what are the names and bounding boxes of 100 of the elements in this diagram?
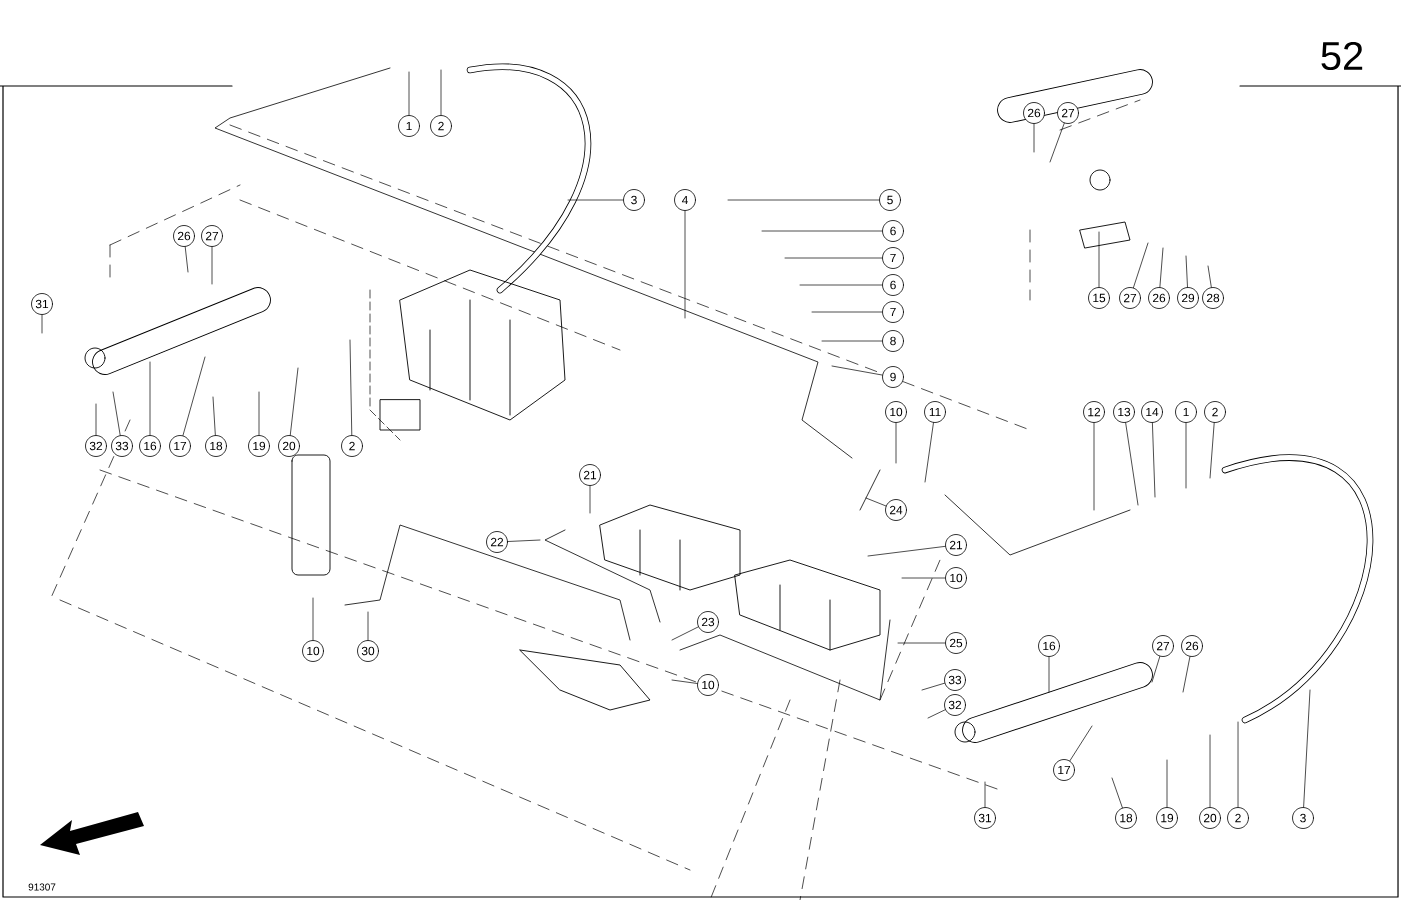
leader-line — [112, 391, 121, 436]
leader-line — [1207, 265, 1212, 288]
callout-number: 1 — [398, 115, 420, 137]
leader-line — [1237, 721, 1239, 808]
callout-number: 20 — [278, 435, 300, 457]
callout-number: 7 — [882, 301, 904, 323]
leader-line — [1151, 656, 1161, 683]
leader-line — [95, 403, 97, 436]
leader-line — [507, 539, 541, 542]
leader-line — [149, 361, 151, 436]
callout-number: 26 — [1148, 287, 1170, 309]
callout-number: 26 — [173, 225, 195, 247]
leader-line — [1111, 777, 1123, 809]
leader-line — [821, 340, 883, 342]
leader-line — [367, 611, 369, 641]
callout-number: 18 — [1115, 807, 1137, 829]
leader-line — [921, 682, 945, 691]
callout-number: 33 — [944, 669, 966, 691]
callout-number: 23 — [697, 611, 719, 633]
leader-line — [811, 311, 883, 313]
callout-number: 2 — [1227, 807, 1249, 829]
leader-line — [867, 546, 946, 557]
leader-line — [440, 69, 442, 116]
leader-line — [727, 199, 880, 201]
leader-line — [1182, 656, 1191, 693]
callout-number: 10 — [885, 401, 907, 423]
leader-line — [1125, 422, 1139, 506]
callout-number: 17 — [169, 435, 191, 457]
callout-number: 22 — [486, 531, 508, 553]
drawing-number: 91307 — [28, 883, 56, 891]
callout-number: 27 — [1152, 635, 1174, 657]
callout-number: 15 — [1088, 287, 1110, 309]
leader-line — [924, 422, 934, 483]
callout-number: 1 — [1175, 401, 1197, 423]
leader-line — [684, 210, 686, 319]
callout-number: 3 — [1292, 807, 1314, 829]
callout-number: 6 — [882, 274, 904, 296]
callout-number: 10 — [945, 567, 967, 589]
leader-line — [984, 781, 986, 808]
leader-line — [349, 339, 353, 436]
leader-line — [184, 246, 189, 273]
callout-number: 11 — [924, 401, 946, 423]
callout-number: 7 — [882, 247, 904, 269]
callout-number: 2 — [430, 115, 452, 137]
callout-number: 18 — [205, 435, 227, 457]
callout-number: 19 — [248, 435, 270, 457]
callout-number: 10 — [302, 640, 324, 662]
callout-number: 32 — [85, 435, 107, 457]
leader-line — [901, 577, 946, 579]
callout-number: 13 — [1113, 401, 1135, 423]
callout-number: 27 — [1119, 287, 1141, 309]
callout-number: 17 — [1053, 759, 1075, 781]
leader-line — [1093, 422, 1095, 511]
leader-line — [1303, 689, 1311, 808]
callout-number: 2 — [341, 435, 363, 457]
leader-line — [1049, 122, 1065, 163]
callout-number: 26 — [1023, 102, 1045, 124]
callout-number: 16 — [139, 435, 161, 457]
leader-line — [289, 367, 299, 436]
callout-number: 26 — [1181, 635, 1203, 657]
callout-number: 32 — [944, 694, 966, 716]
leader-line — [589, 485, 591, 514]
leader-line — [1185, 255, 1188, 288]
callout-number: 20 — [1199, 807, 1221, 829]
page-number: 52 — [1321, 41, 1363, 71]
callout-number: 4 — [674, 189, 696, 211]
leader-line — [1152, 422, 1156, 498]
callout-number: 27 — [1057, 102, 1079, 124]
leader-line — [1159, 247, 1164, 288]
leader-line — [182, 356, 206, 436]
leader-line — [1185, 422, 1187, 489]
callout-number: 21 — [579, 464, 601, 486]
leader-line — [1033, 123, 1035, 153]
leader-line — [1069, 725, 1093, 762]
leader-line — [1048, 656, 1050, 693]
callout-number: 21 — [945, 534, 967, 556]
leader-line — [671, 679, 698, 684]
leader-line — [927, 709, 946, 719]
leader-line — [1133, 242, 1149, 288]
callout-number: 29 — [1177, 287, 1199, 309]
leader-line — [671, 626, 699, 641]
leader-line — [1209, 734, 1211, 808]
callout-number: 5 — [879, 189, 901, 211]
leader-line — [258, 391, 260, 436]
leader-line — [1209, 422, 1215, 479]
callout-number: 16 — [1038, 635, 1060, 657]
callout-number: 12 — [1083, 401, 1105, 423]
callout-number: 31 — [974, 807, 996, 829]
leader-line — [408, 71, 410, 116]
leader-line — [784, 257, 883, 259]
leader-line — [211, 246, 213, 285]
callout-number: 10 — [697, 674, 719, 696]
callout-number: 30 — [357, 640, 379, 662]
leader-line — [761, 230, 883, 232]
leader-line — [1098, 231, 1100, 288]
leader-line — [1166, 759, 1168, 808]
callout-number: 25 — [945, 632, 967, 654]
leader-line — [567, 199, 624, 201]
callout-number: 31 — [31, 293, 53, 315]
leader-line — [897, 642, 946, 644]
